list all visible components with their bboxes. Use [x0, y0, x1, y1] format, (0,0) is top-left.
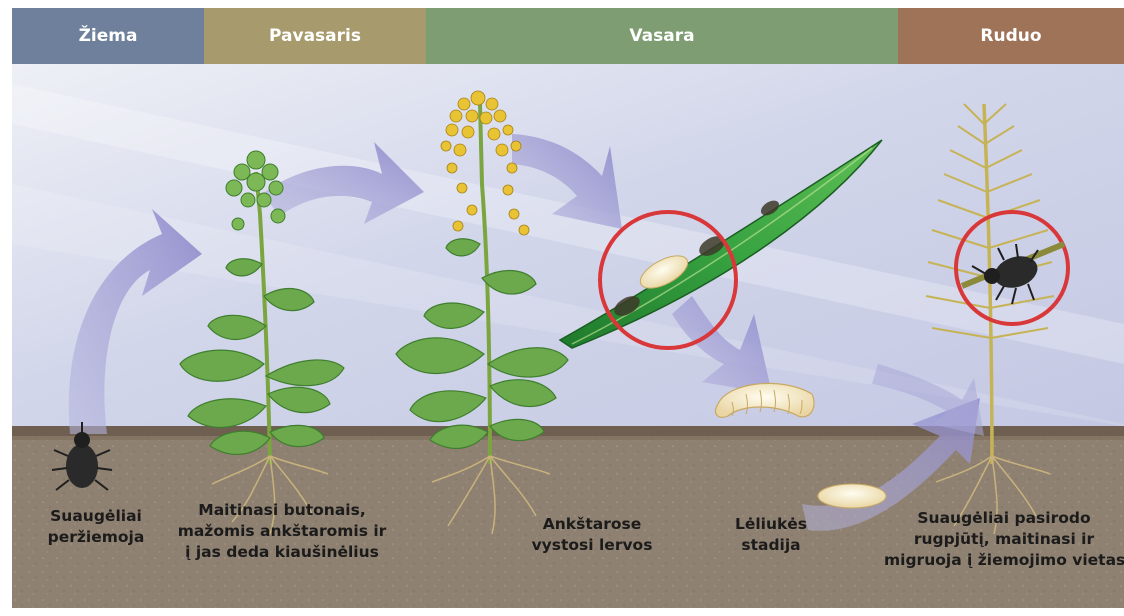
season-autumn: Ruduo: [898, 8, 1124, 64]
lifecycle-diagram: Žiema Pavasaris Vasara Ruduo: [12, 8, 1124, 608]
caption-autumn: Suaugėliai pasirodo rugpjūtį, maitinasi …: [884, 508, 1124, 571]
caption-overwinter: Suaugėliai peržiemoja: [36, 506, 156, 548]
pupa: [818, 484, 886, 508]
season-spring: Pavasaris: [204, 8, 426, 64]
season-bar: Žiema Pavasaris Vasara Ruduo: [12, 8, 1124, 64]
season-winter: Žiema: [12, 8, 204, 64]
season-summer: Vasara: [426, 8, 898, 64]
caption-pupa: Lėliukės stadija: [716, 514, 826, 556]
caption-feeding: Maitinasi butonais, mažomis ankštaromis …: [167, 500, 397, 563]
caption-larvae: Ankštarose vystosi lervos: [522, 514, 662, 556]
